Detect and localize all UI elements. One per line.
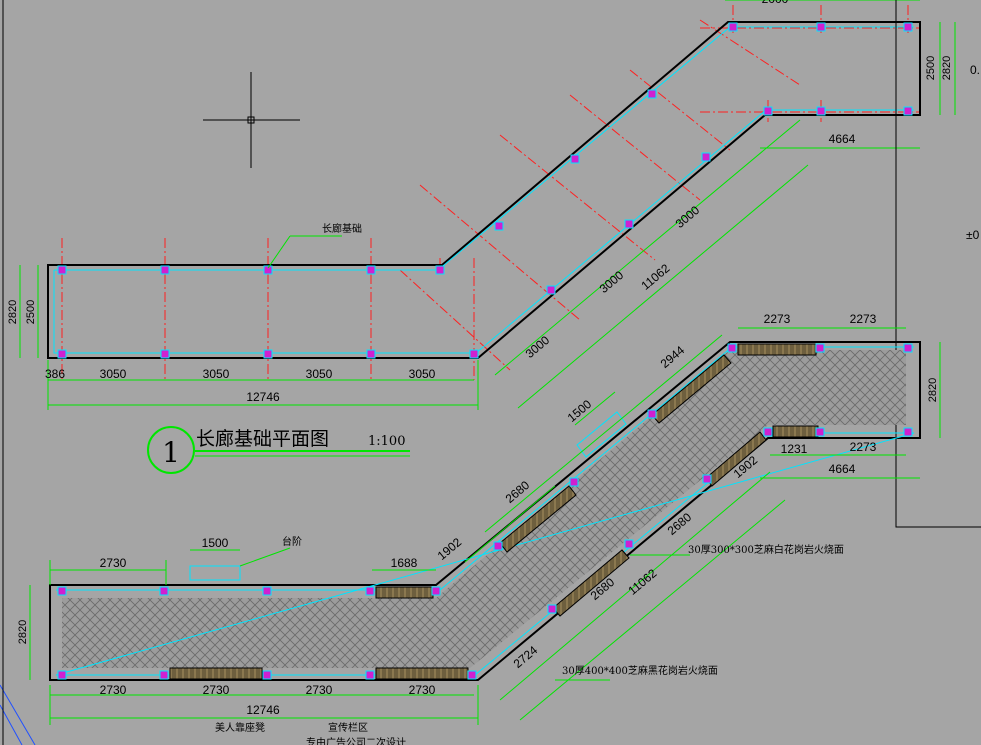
- diag-total-11062: 11062: [638, 261, 672, 293]
- cad-crosshair: [203, 72, 300, 168]
- diag-3000-1: 3000: [523, 333, 553, 361]
- bottom-plan-dim-lines: [29, 327, 941, 725]
- diag-2944: 2944: [658, 343, 688, 371]
- dim-3050-4: 3050: [409, 367, 436, 381]
- dim-2730-top: 2730: [100, 556, 127, 570]
- dim-1688: 1688: [391, 556, 418, 570]
- dim-4664-bottom: 4664: [829, 462, 856, 476]
- dim-2273-r3: 2273: [850, 440, 877, 454]
- drawing-number: 1: [162, 436, 180, 469]
- drawing-name: 长廊基础平面图: [196, 428, 329, 450]
- step-left: [189, 565, 241, 581]
- diag-3000-2: 3000: [597, 268, 627, 296]
- diag-1902-upper: 1902: [435, 535, 465, 563]
- top-plan-inner: [53, 26, 914, 354]
- right-top-dim: 2000: [762, 0, 789, 6]
- dim-1500-top: 1500: [202, 536, 229, 550]
- right-height-dim: 2820: [927, 378, 939, 402]
- dim-2730-b3: 2730: [306, 683, 333, 697]
- left-inner-dim: 2500: [25, 300, 37, 324]
- dim-2273-r1: 2273: [764, 312, 791, 326]
- dim-2730-b4: 2730: [409, 683, 436, 697]
- label-board: 宣传栏区: [328, 721, 368, 734]
- dim-3050-1: 3050: [100, 367, 127, 381]
- top-plan-dim-lines: [19, 0, 956, 410]
- dim-2730-b1: 2730: [100, 683, 127, 697]
- foundation-label: 长廊基础: [322, 222, 362, 235]
- drawing-scale: 1:100: [368, 434, 405, 449]
- top-plan-outline: [47, 21, 921, 359]
- left-width-dim: 2820: [7, 300, 19, 324]
- top-plan-columns: [57, 22, 913, 359]
- dim-1231: 1231: [781, 442, 808, 456]
- total-12746-top: 12746: [246, 390, 280, 404]
- diag-2680-upper: 2680: [503, 478, 533, 506]
- corner-blue-lines: [0, 684, 36, 745]
- step-label: 台阶: [282, 535, 302, 548]
- dim-3050-2: 3050: [203, 367, 230, 381]
- right-bottom-dim: 4664: [829, 132, 856, 146]
- dim-2730-b2: 2730: [203, 683, 230, 697]
- edge-mark-2: ±0: [966, 228, 980, 242]
- label-bench: 美人靠座凳: [215, 721, 265, 734]
- edge-mark-1: 0.: [970, 63, 980, 77]
- diag-total-11062-bottom: 11062: [625, 566, 659, 598]
- axis-lines: [61, 5, 920, 380]
- dim-386: 386: [45, 367, 65, 381]
- bottom-paving-plan: 2730 1500 台阶 1688 2820 2730 2730 2730 27…: [17, 312, 941, 745]
- note-lower-paving: 30厚400*400芝麻黑花岗岩火烧面: [562, 664, 718, 677]
- bottom-plan-columns: [57, 343, 913, 680]
- left-height-dim: 2820: [17, 620, 29, 644]
- paving-hatch: [62, 350, 906, 668]
- right-inner-dim: 2500: [925, 56, 937, 80]
- note-upper-paving: 30厚300*300芝麻白花岗岩火烧面: [688, 543, 844, 556]
- total-12746-bottom: 12746: [246, 703, 280, 717]
- diag-3000-3: 3000: [673, 203, 703, 231]
- drawing-title: 1 长廊基础平面图 1:100: [147, 426, 410, 474]
- right-width-dim: 2820: [941, 56, 953, 80]
- step-diag: [576, 411, 627, 458]
- dim-3050-3: 3050: [306, 367, 333, 381]
- label-bottom-cut: 专由广告公司二次设计: [306, 736, 406, 745]
- dim-2273-r2: 2273: [850, 312, 877, 326]
- top-foundation-plan: 长廊基础 2820 2500 386 3050 3050 3050 3050 1…: [7, 0, 981, 528]
- diag-2724: 2724: [511, 643, 541, 671]
